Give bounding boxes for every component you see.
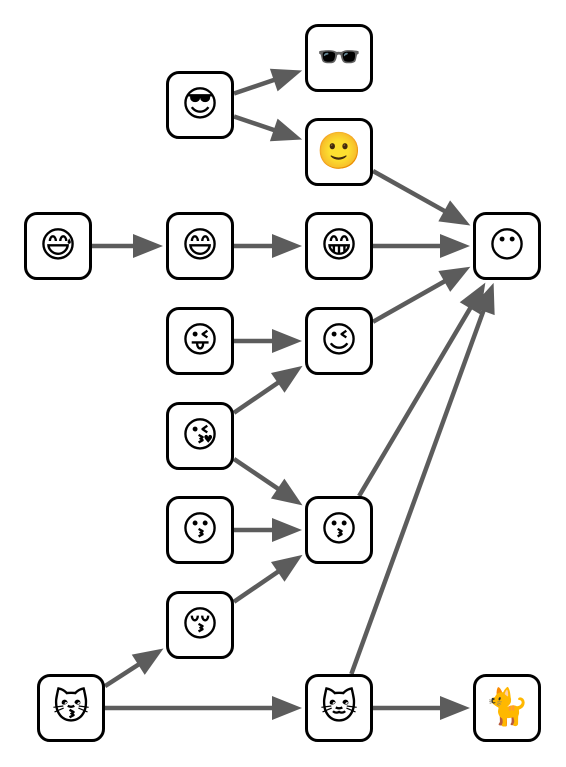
node-sunglasses[interactable]: 🕶️ [305,24,373,92]
node-beaming-face[interactable]: 😁 [305,212,373,280]
arrowhead [131,648,164,675]
node-smiling-face-with-sunglasses[interactable]: 😎 [166,71,234,139]
beaming-face-icon: 😁 [320,225,358,266]
edge-line [232,457,281,492]
edge-face-blowing-kiss-to-winking-face [232,365,303,415]
kissing-face-closed-eyes-icon: 😚 [181,604,219,645]
arrowhead [272,329,302,353]
edge-beaming-face-to-face-without-mouth [373,234,470,258]
arrowhead [270,365,303,393]
arrowhead [472,282,495,316]
arrowhead [270,554,303,582]
arrowhead [438,266,471,292]
edge-line [371,278,448,324]
edge-line [233,114,277,133]
smiling-face-with-sunglasses-icon: 😎 [181,84,219,125]
edge-grinning-face-with-sweat-to-grinning-face-with-smiling-eyes [92,234,163,258]
edge-zany-face-to-winking-face [234,329,302,353]
edge-line [371,169,448,214]
arrowhead [269,68,303,92]
arrowhead [440,234,470,258]
kissing-face-icon: 😗 [320,509,358,550]
edge-line [232,379,281,415]
node-kissing-face[interactable]: 😗 [166,496,234,564]
arrowhead [269,118,303,142]
node-kissing-face-closed-eyes[interactable]: 😚 [166,591,234,659]
edge-line [349,308,487,675]
node-grinning-face-with-sweat[interactable]: 😅 [24,212,92,280]
arrowhead [272,234,302,258]
arrowhead [133,234,163,258]
node-winking-face[interactable]: 😉 [305,307,373,375]
arrowhead [272,518,302,542]
face-blowing-kiss-icon: 😘 [181,415,219,456]
zany-face-icon: 😜 [181,320,219,361]
edge-line [232,568,281,604]
grinning-face-with-sweat-icon: 😅 [39,225,77,266]
node-slightly-smiling-face[interactable]: 🙂 [305,118,373,186]
edge-slightly-smiling-face-to-face-without-mouth [371,169,471,226]
kissing-cat-icon: 😽 [52,687,90,728]
winking-face-icon: 😉 [320,320,358,361]
edge-line [103,661,142,689]
arrowhead [438,200,471,226]
arrowhead [270,478,303,506]
edge-kissing-face-right-to-face-without-mouth [357,282,486,498]
grinning-face-with-smiling-eyes-icon: 😄 [181,225,219,266]
edge-smiling-face-with-sunglasses-to-slightly-smiling-face [233,114,303,142]
node-face-blowing-kiss[interactable]: 😘 [166,402,234,470]
cat-icon: 🐈 [484,687,530,728]
edge-line [357,305,474,498]
cat-face-icon: 🐱 [320,687,358,728]
edge-kissing-cat-to-kissing-face-closed-eyes [103,648,164,689]
node-kissing-face-right[interactable]: 😗 [305,496,373,564]
sunglasses-icon: 🕶️ [316,37,362,78]
edge-line [233,77,277,96]
edge-grinning-face-with-smiling-eyes-to-beaming-face [234,234,302,258]
node-cat[interactable]: 🐈 [473,674,541,742]
edge-winking-face-to-face-without-mouth [371,266,471,324]
node-cat-face[interactable]: 🐱 [305,674,373,742]
edge-kissing-cat-to-cat-face [105,696,302,720]
edge-cat-face-to-cat [373,696,470,720]
edge-smiling-face-with-sunglasses-to-sunglasses [233,68,303,96]
slightly-smiling-face-icon: 🙂 [316,131,362,172]
node-zany-face[interactable]: 😜 [166,307,234,375]
face-without-mouth-icon: 😶 [488,225,526,266]
node-grinning-face-with-smiling-eyes[interactable]: 😄 [166,212,234,280]
arrowhead [272,696,302,720]
kissing-face-icon: 😗 [181,509,219,550]
edge-face-blowing-kiss-to-kissing-face-right [232,457,303,506]
node-face-without-mouth[interactable]: 😶 [473,212,541,280]
node-kissing-cat[interactable]: 😽 [37,674,105,742]
arrowhead [440,696,470,720]
edge-kissing-face-to-kissing-face-right [234,518,302,542]
edge-kissing-face-closed-eyes-to-kissing-face-right [232,554,303,604]
edge-cat-face-to-face-without-mouth [349,282,495,675]
